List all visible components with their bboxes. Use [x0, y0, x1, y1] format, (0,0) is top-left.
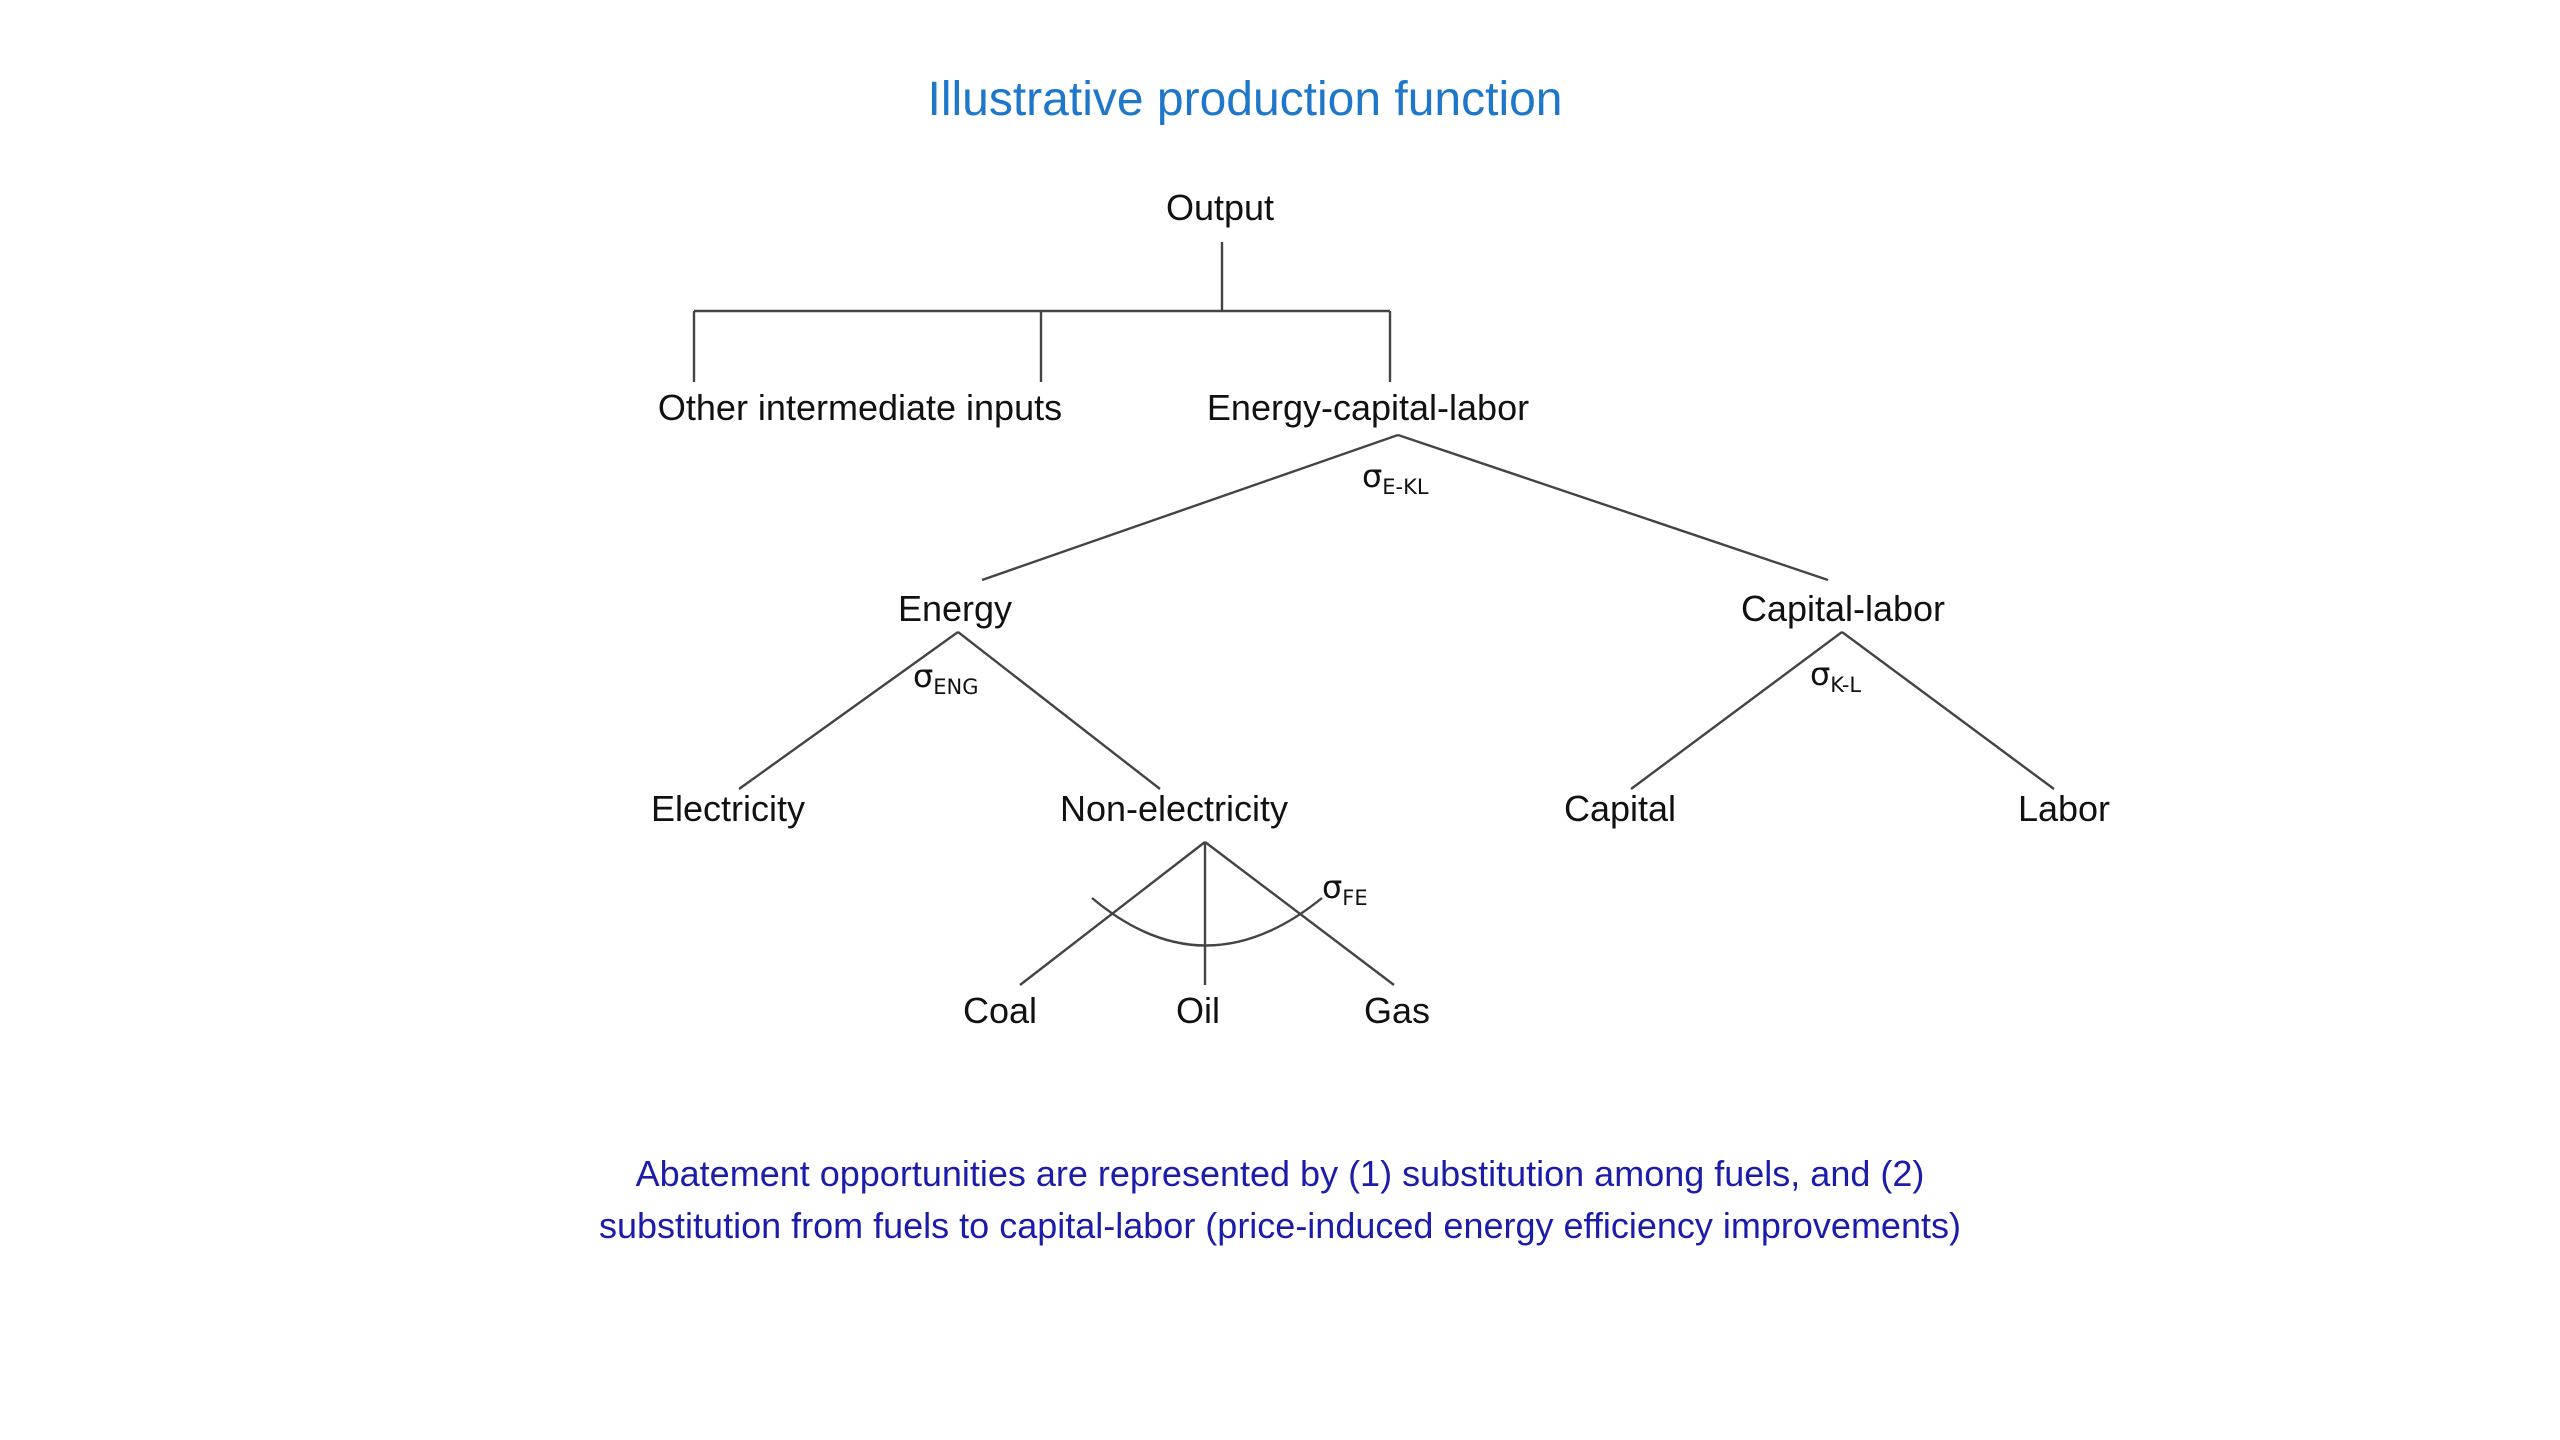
edge-energy-to-electricity [738, 631, 959, 790]
abatement-note: Abatement opportunities are represented … [599, 1153, 1961, 1246]
sigma-eng-label: σENG [913, 657, 979, 699]
edge-ekl-to-capital-labor [1397, 433, 1829, 582]
elasticity-labels: σE-KL σENG σK-L σFE [913, 457, 1861, 910]
node-gas: Gas [1364, 990, 1430, 1031]
node-non-electricity: Non-electricity [1060, 788, 1288, 829]
node-energy: Energy [898, 588, 1012, 629]
edge-capital-labor-to-labor [1841, 631, 2055, 790]
sigma-e-kl-subscript: E-KL [1382, 475, 1429, 499]
node-other-intermediate-inputs: Other intermediate inputs [658, 387, 1062, 428]
edge-ekl-to-energy [981, 433, 1399, 582]
node-capital-labor: Capital-labor [1741, 588, 1945, 629]
sigma-fe-label: σFE [1322, 868, 1368, 910]
substitution-arc-fuels [1091, 897, 1323, 947]
node-labor: Labor [2018, 788, 2110, 829]
node-energy-capital-labor: Energy-capital-labor [1207, 387, 1529, 428]
node-electricity: Electricity [651, 788, 805, 829]
sigma-k-l-label: σK-L [1810, 655, 1861, 697]
tree-edges [692, 242, 2055, 986]
tree-nodes: Output Other intermediate inputs Energy-… [651, 187, 2110, 1031]
sigma-fe-subscript: FE [1342, 886, 1367, 910]
node-output: Output [1166, 187, 1274, 228]
sigma-fe-symbol: σ [1322, 868, 1342, 906]
sigma-k-l-subscript: K-L [1830, 673, 1861, 697]
sigma-e-kl-label: σE-KL [1362, 457, 1429, 499]
node-capital: Capital [1564, 788, 1676, 829]
sigma-e-kl-symbol: σ [1362, 457, 1382, 495]
sigma-eng-symbol: σ [913, 657, 933, 695]
sigma-k-l-symbol: σ [1810, 655, 1830, 693]
sigma-eng-subscript: ENG [933, 675, 978, 699]
edge-energy-to-non-electricity [957, 631, 1161, 790]
node-coal: Coal [963, 990, 1037, 1031]
diagram-title: Illustrative production function [927, 73, 1562, 126]
node-oil: Oil [1176, 990, 1220, 1031]
edge-capital-labor-to-capital [1630, 631, 1843, 790]
